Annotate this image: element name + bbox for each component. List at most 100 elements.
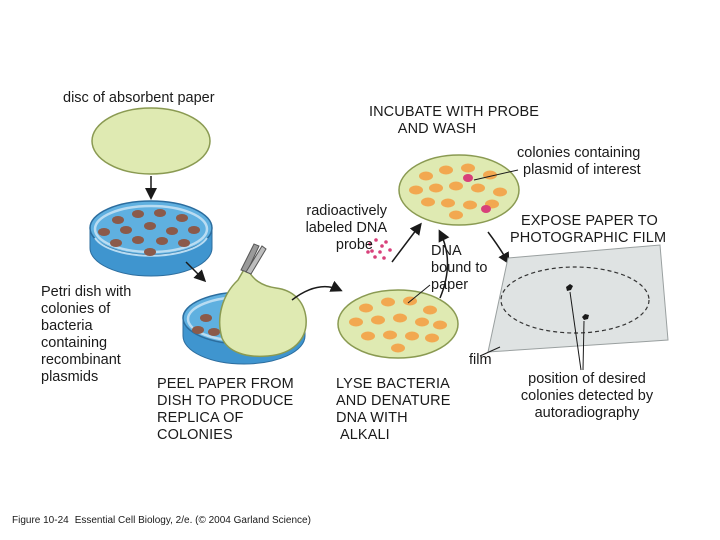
label-dna-bound: DNA bound to paper bbox=[431, 243, 487, 294]
label-petri-dish: Petri dish with colonies of bacteria con… bbox=[41, 284, 131, 386]
colony bbox=[439, 165, 453, 175]
colony bbox=[493, 187, 507, 197]
label-line: colonies of bbox=[41, 301, 111, 317]
colony bbox=[192, 326, 204, 334]
petri-dish-colonies bbox=[98, 209, 200, 256]
colony bbox=[132, 236, 144, 244]
colony bbox=[449, 210, 463, 220]
pointer-spot-1 bbox=[569, 291, 582, 371]
label-probe: radioactively labeled DNA probe bbox=[287, 203, 387, 254]
photographic-film bbox=[487, 244, 669, 353]
colony bbox=[423, 305, 437, 315]
label-line: INCUBATE WITH PROBE bbox=[368, 104, 539, 120]
label-position-desired: position of desired colonies detected by… bbox=[512, 371, 662, 422]
label-line: containing bbox=[41, 335, 108, 351]
colony bbox=[371, 315, 385, 325]
colony bbox=[449, 181, 463, 191]
label-line: REPLICA OF bbox=[157, 410, 244, 426]
arrow-incubate-to-film bbox=[487, 231, 510, 265]
label-line: ALKALI bbox=[340, 427, 390, 443]
film-outline-circle bbox=[500, 266, 650, 334]
label-line: EXPOSE PAPER TO bbox=[521, 213, 658, 229]
label-line: recombinant bbox=[41, 352, 121, 368]
colony bbox=[156, 237, 168, 245]
probe-fragment bbox=[368, 242, 372, 246]
colony bbox=[166, 227, 178, 235]
colony bbox=[461, 163, 475, 173]
probe-fragment bbox=[374, 238, 378, 242]
arrow-probe-to-incubate bbox=[391, 222, 422, 263]
colony bbox=[208, 328, 220, 336]
label-line: colonies containing bbox=[517, 145, 641, 161]
pointer-dna-bound bbox=[407, 284, 431, 304]
colony bbox=[381, 297, 395, 307]
label-line: AND DENATURE bbox=[336, 393, 451, 409]
colony bbox=[112, 216, 124, 224]
colony bbox=[421, 197, 435, 207]
lysed-paper-colonies bbox=[349, 296, 447, 353]
label-line: plasmid of interest bbox=[523, 162, 641, 178]
label-line: PHOTOGRAPHIC FILM bbox=[510, 230, 667, 246]
colony bbox=[425, 333, 439, 343]
colony bbox=[144, 248, 156, 256]
label-line: DNA bbox=[431, 243, 462, 259]
incubated-paper-colonies bbox=[409, 163, 507, 220]
label-line: plasmids bbox=[41, 369, 99, 385]
probe-fragment bbox=[380, 244, 384, 248]
probe-fragment bbox=[384, 240, 388, 244]
hybridized-colonies bbox=[463, 174, 491, 213]
label-line: colonies detected by bbox=[520, 388, 654, 404]
label-lyse-step: LYSE BACTERIA AND DENATURE DNA WITH ALKA… bbox=[336, 376, 451, 444]
label-line: paper bbox=[431, 277, 469, 293]
petri-dish bbox=[89, 200, 213, 277]
colony bbox=[154, 209, 166, 217]
probe-fragment bbox=[370, 249, 374, 253]
label-line: bacteria bbox=[41, 318, 93, 334]
colony bbox=[393, 313, 407, 323]
label-line: bound to bbox=[431, 260, 488, 276]
label-line: COLONIES bbox=[157, 427, 233, 443]
colony bbox=[349, 317, 363, 327]
figure-source: Essential Cell Biology, 2/e. (© 2004 Gar… bbox=[74, 515, 311, 526]
colony bbox=[120, 226, 132, 234]
label-expose-step: EXPOSE PAPER TO PHOTOGRAPHIC FILM bbox=[510, 213, 666, 247]
colony bbox=[441, 198, 455, 208]
colony bbox=[178, 239, 190, 247]
colony bbox=[405, 331, 419, 341]
label-line: DISH TO PRODUCE bbox=[157, 393, 294, 409]
probe-fragment bbox=[388, 248, 392, 252]
probe-fragment bbox=[378, 250, 382, 254]
colony bbox=[110, 239, 122, 247]
arrow-dish-to-replica bbox=[185, 261, 207, 283]
colony bbox=[409, 185, 423, 195]
colony bbox=[463, 200, 477, 210]
label-line: probe bbox=[335, 237, 373, 253]
absorbent-paper-disc bbox=[91, 107, 211, 175]
colony bbox=[144, 222, 156, 230]
pointer-spot-2 bbox=[582, 320, 585, 371]
colony bbox=[176, 214, 188, 222]
label-colonies-interest: colonies containing plasmid of interest bbox=[517, 145, 641, 179]
colony bbox=[188, 226, 200, 234]
arrow-lyse-to-incubate bbox=[438, 229, 450, 299]
colony bbox=[429, 183, 443, 193]
colony bbox=[98, 228, 110, 236]
pointer-colonies-interest bbox=[473, 169, 519, 181]
label-line: AND WASH bbox=[397, 121, 477, 137]
colony bbox=[132, 210, 144, 218]
colony bbox=[361, 331, 375, 341]
probe-fragment bbox=[366, 250, 370, 254]
colony bbox=[383, 330, 397, 340]
label-line: radioactively bbox=[306, 203, 387, 219]
probe-fragment bbox=[373, 255, 377, 259]
probe-fragment bbox=[382, 256, 386, 260]
colony bbox=[433, 320, 447, 330]
colony bbox=[359, 303, 373, 313]
label-line: position of desired bbox=[528, 371, 646, 387]
label-line: autoradiography bbox=[534, 405, 640, 421]
autoradiography-spots bbox=[566, 284, 589, 320]
colony bbox=[200, 314, 212, 322]
hybridized-colony bbox=[481, 205, 491, 213]
forceps-icon bbox=[240, 243, 267, 275]
